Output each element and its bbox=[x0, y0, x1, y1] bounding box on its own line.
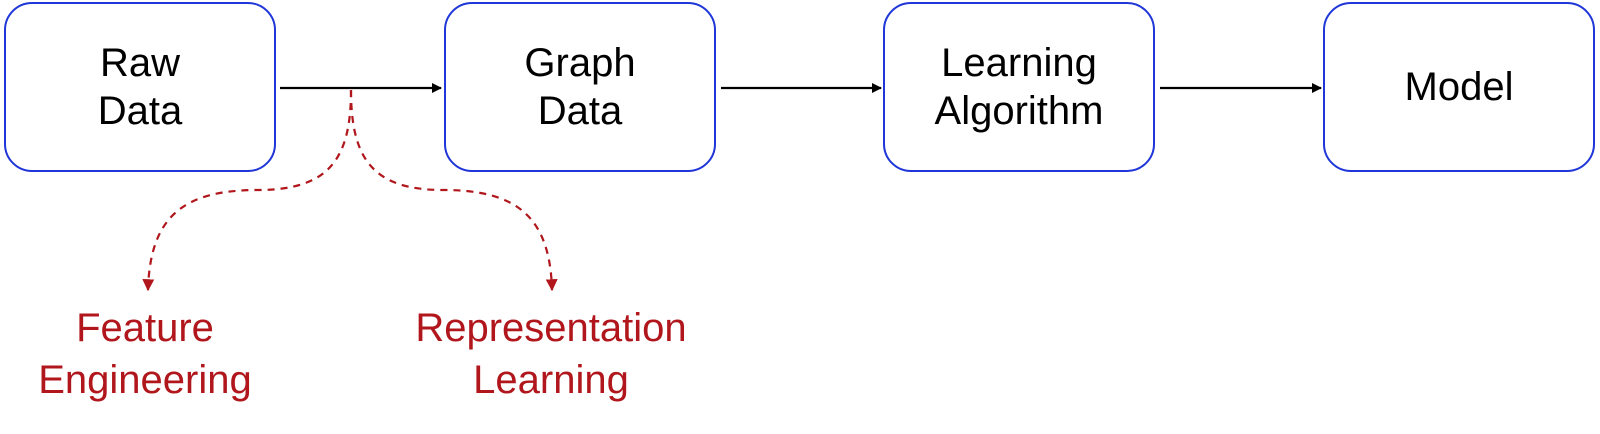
raw-data-label: Raw Data bbox=[97, 41, 183, 133]
raw-data-node: Raw Data bbox=[4, 2, 276, 172]
graph-data-node: Graph Data bbox=[444, 2, 716, 172]
model-node: Model bbox=[1323, 2, 1595, 172]
representation-learning-label: Representation Learning bbox=[415, 306, 687, 402]
learning-algorithm-label: Learning Algorithm bbox=[934, 41, 1104, 133]
dashed-arrow-representation-learning bbox=[349, 89, 558, 292]
graph-data-label: Graph Data bbox=[524, 41, 636, 133]
learning-algorithm-node: Learning Algorithm bbox=[883, 2, 1155, 172]
model-label: Model bbox=[1404, 65, 1514, 109]
feature-engineering-label: Feature Engineering bbox=[38, 306, 252, 402]
dashed-arrow-feature-engineering bbox=[142, 89, 353, 292]
